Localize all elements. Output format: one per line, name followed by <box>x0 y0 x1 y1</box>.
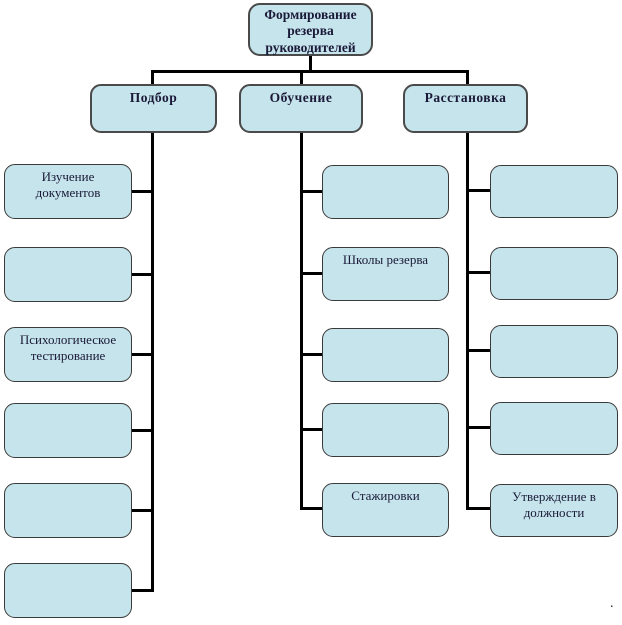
connector-stub <box>301 190 322 193</box>
connector-stub <box>132 589 152 592</box>
node-child <box>490 247 618 300</box>
connector-stub <box>467 349 490 352</box>
node-child-label <box>5 484 131 488</box>
node-child <box>322 403 449 457</box>
node-child-label <box>491 403 617 407</box>
node-child-label: Психологическое тестирование <box>19 332 117 363</box>
node-branch-label: Расстановка <box>424 90 507 105</box>
node-child: Утверждение в должности <box>490 484 618 537</box>
connector-trunk-middle <box>300 132 303 510</box>
connector-stub <box>132 273 152 276</box>
connector-drop-obuchenie <box>300 72 303 85</box>
node-child-label <box>5 248 131 252</box>
node-child: Стажировки <box>322 483 449 537</box>
node-child <box>4 247 132 302</box>
node-child <box>490 165 618 218</box>
node-child-label <box>323 166 448 170</box>
node-child: Школы резерва <box>322 247 449 301</box>
node-child-label <box>323 404 448 408</box>
node-child <box>490 402 618 455</box>
node-branch-podbor: Подбор <box>90 84 217 133</box>
node-child <box>4 403 132 458</box>
connector-stub <box>467 189 490 192</box>
connector-stub <box>132 190 152 193</box>
node-child-label <box>491 248 617 252</box>
node-child <box>322 328 449 382</box>
node-root-label: Формирование резерва руководителей <box>264 7 357 55</box>
connector-stub <box>467 426 490 429</box>
connector-horizontal <box>151 70 469 73</box>
node-branch-label: Обучение <box>269 90 333 105</box>
node-child-label: Изучение документов <box>35 169 101 200</box>
node-child-label <box>323 329 448 333</box>
node-child <box>322 165 449 219</box>
node-child-label: Утверждение в должности <box>512 489 596 520</box>
node-branch-label: Подбор <box>129 90 178 105</box>
connector-stub <box>132 429 152 432</box>
connector-stub <box>301 507 322 510</box>
node-child: Психологическое тестирование <box>4 327 132 382</box>
connector-stub <box>132 353 152 356</box>
connector-stub <box>301 428 322 431</box>
node-child <box>490 325 618 378</box>
node-child-label <box>5 404 131 408</box>
node-branch-obuchenie: Обучение <box>239 84 363 133</box>
connector-drop-podbor <box>151 72 154 85</box>
connector-trunk-right <box>466 132 469 510</box>
node-child-label: Стажировки <box>351 488 420 503</box>
connector-stub <box>301 272 322 275</box>
node-root: Формирование резерва руководителей <box>248 3 373 56</box>
connector-root-stub <box>309 55 312 72</box>
node-child-label <box>5 564 131 568</box>
node-child-label <box>491 166 617 170</box>
node-child: Изучение документов <box>4 164 132 219</box>
connector-stub <box>132 509 152 512</box>
node-child-label: Школы резерва <box>342 252 429 267</box>
node-child <box>4 483 132 538</box>
connector-stub <box>467 507 490 510</box>
page-period: . <box>610 596 614 611</box>
node-child <box>4 563 132 618</box>
connector-trunk-left <box>151 132 154 592</box>
node-child-label <box>491 326 617 330</box>
connector-stub <box>301 353 322 356</box>
connector-drop-rasstanovka <box>466 72 469 85</box>
node-branch-rasstanovka: Расстановка <box>403 84 528 133</box>
connector-stub <box>467 271 490 274</box>
